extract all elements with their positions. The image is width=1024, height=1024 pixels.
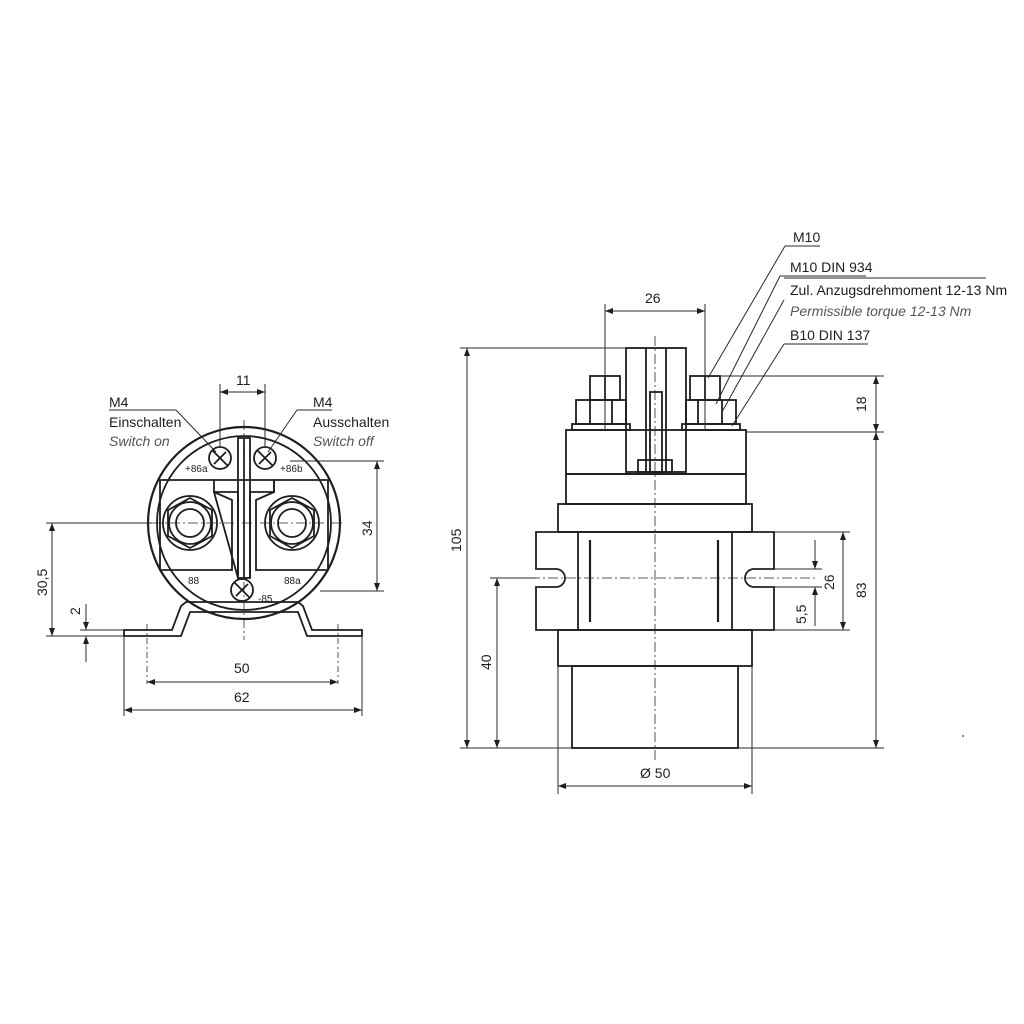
dim-26-right: 26 [774,531,850,631]
label-86a: +86a [185,464,208,475]
label-torque-en: Permissible torque 12-13 Nm [790,303,972,319]
svg-text:50: 50 [234,660,250,676]
side-view: 26 105 40 18 [448,229,1007,794]
label-torque-de: Zul. Anzugsdrehmoment 12-13 Nm [790,282,1007,298]
dim-2: 2 [67,604,124,662]
dim-62: 62 [123,636,363,716]
label-88a: 88a [284,576,301,587]
front-view: +86a +86b 88 88a -85 M4 Einschalten Swit… [34,372,389,716]
label-m4-left: M4 [109,394,129,410]
svg-text:62: 62 [234,689,250,705]
label-einschalten: Einschalten [109,414,181,430]
dim-40: 40 [478,577,536,748]
dim-105: 105 [448,347,626,749]
dim-83: 83 [738,432,884,749]
label-m4-right: M4 [313,394,333,410]
stud-nut-left [571,375,631,431]
label-switch-off: Switch off [313,433,376,449]
label-88: 88 [188,576,200,587]
svg-text:83: 83 [853,582,869,598]
cap-top [565,429,747,475]
terminal-block [625,347,687,473]
dim-50: 50 [147,660,338,685]
svg-text:5,5: 5,5 [793,604,809,624]
dim-18: 18 [720,375,884,433]
svg-text:30,5: 30,5 [34,569,50,596]
terminal-88a [255,479,329,571]
screw-86a [208,446,232,470]
screw-85 [230,578,254,602]
dim-26-top: 26 [604,290,706,430]
label-85: -85 [258,594,273,605]
svg-text:Ø 50: Ø 50 [640,765,671,781]
svg-text:26: 26 [821,574,837,590]
label-m10: M10 [793,229,820,245]
label-switch-on: Switch on [109,433,170,449]
svg-text:26: 26 [645,290,661,306]
svg-text:11: 11 [236,372,251,388]
label-b10-din137: B10 DIN 137 [790,327,870,343]
dim-diameter-50: Ø 50 [557,666,753,794]
mounting-bracket [123,601,363,637]
label-86b: +86b [280,464,303,475]
label-ausschalten: Ausschalten [313,414,389,430]
svg-text:2: 2 [67,607,83,615]
label-m10-din934: M10 DIN 934 [790,259,873,275]
cap-lower [565,473,747,505]
dim-5-5: 5,5 [763,540,822,626]
screw-86b [253,446,277,470]
dim-34: 34 [290,460,384,592]
stud-nut-right [681,375,741,431]
dim-30-5: 30,5 [34,522,152,637]
stray-dot [962,735,964,737]
svg-text:105: 105 [448,528,464,552]
dim-11: 11 [219,372,266,446]
svg-text:34: 34 [359,520,375,536]
terminal-88 [159,479,233,571]
svg-text:18: 18 [853,396,869,412]
svg-text:40: 40 [478,654,494,670]
